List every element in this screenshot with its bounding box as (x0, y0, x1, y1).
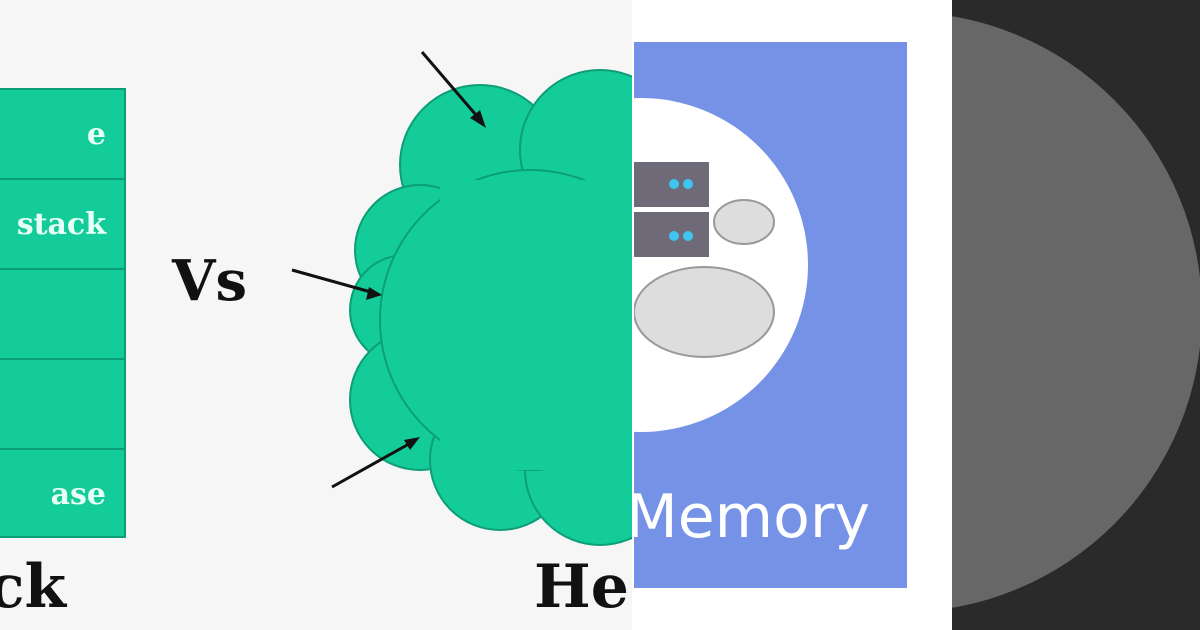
memory-caption: Memory (632, 482, 871, 552)
server-cloud-icon (634, 162, 775, 358)
stack-vs-heap-panel: e stack ase Vs ck He (0, 51, 632, 622)
memory-card: Memory (632, 42, 907, 588)
gray-circle (952, 12, 1200, 612)
memory-panel: Memory (632, 0, 952, 630)
stack-row: e stack (0, 90, 124, 242)
arrow-icon (291, 51, 484, 489)
stack-row (0, 270, 124, 360)
stack-row: ase (50, 477, 106, 512)
stack-row (0, 180, 124, 270)
stack-caption: ck (0, 552, 67, 622)
heap-cloud-icon (291, 51, 632, 546)
dark-panel (952, 0, 1200, 630)
vs-label: Vs (172, 248, 247, 314)
stack-row (0, 360, 124, 450)
heap-caption: He (534, 552, 629, 622)
stack-diagram: e stack ase (0, 88, 126, 538)
